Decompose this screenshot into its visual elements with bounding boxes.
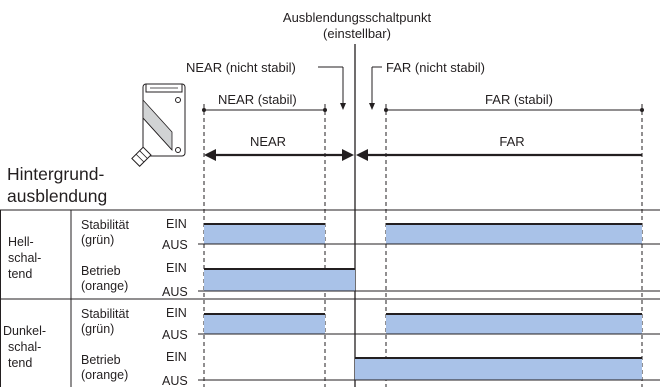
far-range-label: FAR xyxy=(499,134,524,149)
hell-operation-label-2: (orange) xyxy=(81,279,128,293)
hell-stability-label-2: (grün) xyxy=(81,233,114,247)
hell-stability-pulse-far xyxy=(386,224,642,244)
dunkel-stability-off: AUS xyxy=(162,328,188,342)
sensor-cable xyxy=(131,146,152,167)
switch-point-title: Ausblendungsschaltpunkt xyxy=(283,10,432,25)
dunkel-operation-on: EIN xyxy=(166,350,187,364)
far-stable-label: FAR (stabil) xyxy=(485,92,553,107)
dunkel-stability-label-1: Stabilität xyxy=(81,307,129,321)
hell-operation-off: AUS xyxy=(162,285,188,299)
dunkel-operation-pulse xyxy=(355,358,642,380)
signal-dunkel-stability xyxy=(198,313,660,335)
mode-dunkel-label-2: schal- xyxy=(8,340,41,354)
hell-operation-label-1: Betrieb xyxy=(81,264,121,278)
hell-operation-on: EIN xyxy=(166,261,187,275)
hell-stability-label-1: Stabilität xyxy=(81,218,129,232)
hell-operation-pulse xyxy=(204,269,355,291)
signal-hell-operation xyxy=(198,268,660,292)
near-stable-dot-start xyxy=(202,108,206,112)
mode-dunkel-label-1: Dunkel- xyxy=(3,324,46,338)
signal-dunkel-operation xyxy=(198,357,660,381)
near-unstable-arrowhead xyxy=(340,103,346,110)
far-range-arrowhead-left xyxy=(356,149,368,161)
near-stable-label: NEAR (stabil) xyxy=(218,92,297,107)
mode-dunkel-label-3: tend xyxy=(8,356,32,370)
near-range-arrowhead-right xyxy=(342,149,354,161)
dunkel-operation-label-1: Betrieb xyxy=(81,353,121,367)
dunkel-stability-on: EIN xyxy=(166,306,187,320)
far-unstable-label: FAR (nicht stabil) xyxy=(386,60,485,75)
dunkel-stability-label-2: (grün) xyxy=(81,322,114,336)
sensor-screw-top xyxy=(175,97,181,103)
dunkel-operation-off: AUS xyxy=(162,374,188,387)
dunkel-operation-label-2: (orange) xyxy=(81,368,128,382)
heading-line-1: Hintergrund- xyxy=(7,164,104,184)
dunkel-stability-pulse-near xyxy=(204,314,325,334)
near-range-arrowhead-left xyxy=(204,149,216,161)
hell-stability-pulse-near xyxy=(204,224,325,244)
mode-hell-label-3: tend xyxy=(8,267,32,281)
signal-hell-stability xyxy=(198,223,660,245)
dashed-guides xyxy=(203,104,643,387)
near-unstable-label: NEAR (nicht stabil) xyxy=(186,60,296,75)
near-range-label: NEAR xyxy=(250,134,286,149)
dunkel-stability-pulse-far xyxy=(386,314,642,334)
near-stable-dot-end xyxy=(323,108,327,112)
switch-point-subtitle: (einstellbar) xyxy=(323,26,391,41)
far-stable-dot-end xyxy=(640,108,644,112)
mode-hell-label-2: schal- xyxy=(8,251,41,265)
sensor-screw-bottom xyxy=(175,147,181,153)
table-grid xyxy=(0,209,660,387)
heading-line-2: ausblendung xyxy=(7,186,107,206)
hell-stability-on: EIN xyxy=(166,217,187,231)
sensor-lens-edge xyxy=(142,117,173,151)
sensor-illustration xyxy=(131,83,186,167)
mode-hell-label-1: Hell- xyxy=(8,235,34,249)
hell-stability-off: AUS xyxy=(162,238,188,252)
far-unstable-arrowhead xyxy=(369,103,375,110)
far-stable-dot-start xyxy=(384,108,388,112)
